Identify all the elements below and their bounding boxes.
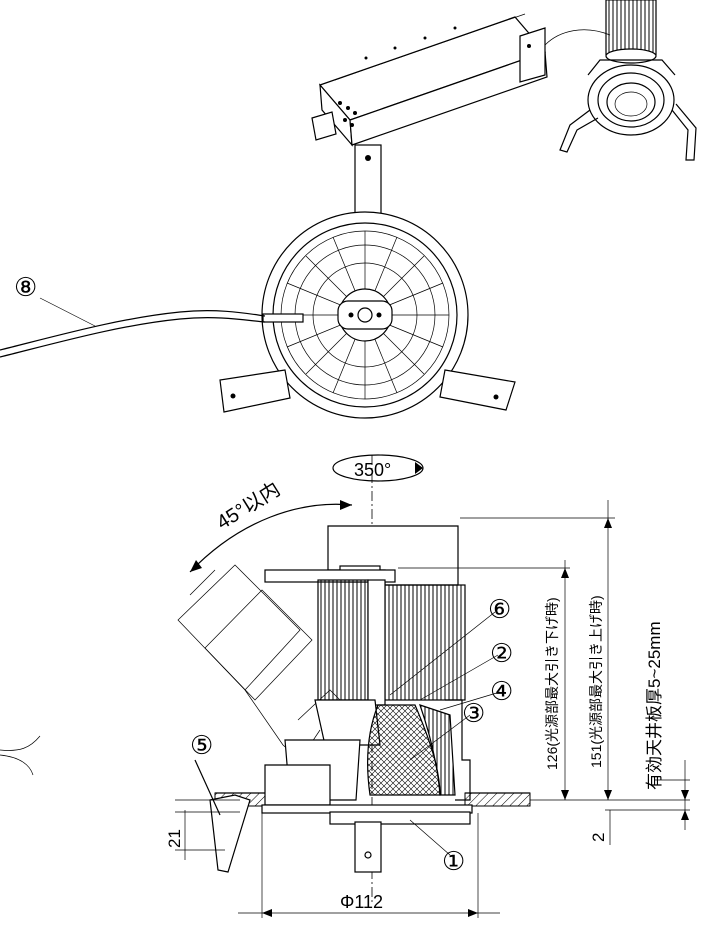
flange-dimension: 21 bbox=[165, 829, 184, 848]
diameter-dimension: Φ112 bbox=[340, 892, 383, 912]
driver-box bbox=[311, 13, 611, 147]
callout-3: ③ bbox=[462, 698, 485, 728]
tilt-label: 45°以内 bbox=[212, 478, 284, 535]
callout-5: ⑤ bbox=[190, 730, 213, 760]
callout-1: ① bbox=[442, 846, 465, 876]
gap-dimension: 2 bbox=[589, 833, 608, 842]
side-section bbox=[0, 454, 690, 918]
perspective-view bbox=[311, 0, 697, 161]
top-view bbox=[219, 144, 516, 419]
height-raised-dimension: 151(光源部最大引き上げ時) bbox=[588, 595, 604, 768]
tilt-arc bbox=[189, 503, 353, 573]
callout-8: ⑧ bbox=[14, 272, 37, 302]
callout-4: ④ bbox=[490, 676, 513, 706]
ceiling-thickness-dimension: 有効天井板厚5~25mm bbox=[645, 621, 664, 790]
height-lowered-dimension: 126(光源部最大引き下げ時) bbox=[544, 597, 560, 770]
callout-2: ② bbox=[490, 638, 513, 668]
callout-6: ⑥ bbox=[488, 594, 511, 624]
downlight-body-perspective bbox=[559, 0, 697, 161]
cable bbox=[0, 297, 266, 358]
rotation-label: 350° bbox=[354, 460, 391, 480]
